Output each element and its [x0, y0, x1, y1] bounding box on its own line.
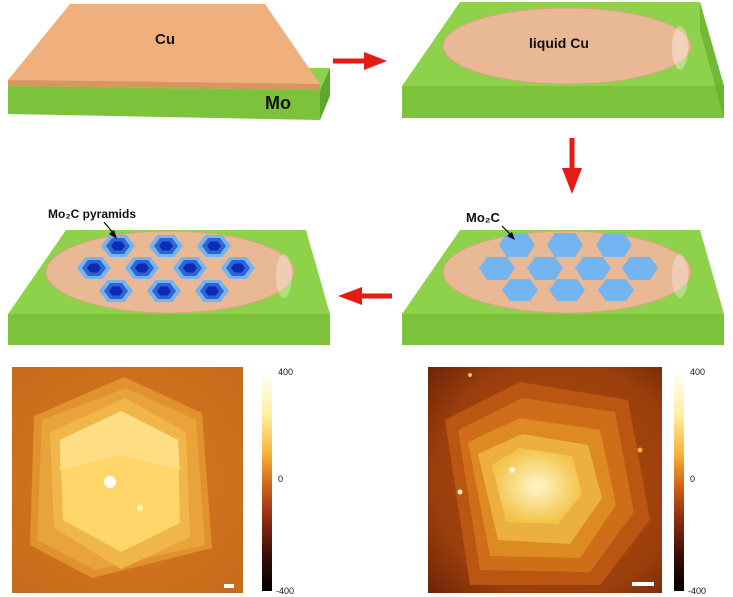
afm-hexagon-facet: [60, 411, 180, 470]
mo2c-flake: [598, 279, 634, 301]
cu-edge: [8, 80, 320, 90]
pyramid-top-layer: [157, 286, 171, 296]
pointer-arrow-icon: [501, 225, 515, 240]
droplet-highlight: [276, 254, 292, 298]
pyramid-top-layer: [207, 241, 221, 251]
mo-front-face: [402, 314, 724, 345]
mo2c-flake: [575, 257, 611, 280]
mo-label: Mo: [265, 93, 291, 113]
mo2c-pyramid: [101, 235, 135, 257]
mo2c-pyramid: [221, 257, 255, 279]
colorbar-mid-label: 0: [690, 474, 695, 484]
mo2c-flake: [547, 233, 583, 257]
pyramid-top-layer: [135, 263, 149, 273]
pyramid-top-layer: [87, 263, 101, 273]
droplet-highlight: [672, 254, 688, 298]
cu-label: Cu: [155, 31, 175, 48]
mo2c-flake: [499, 233, 535, 257]
mo2c-flake: [549, 279, 585, 301]
afm-image-1: [12, 367, 243, 593]
colorbar-max-label: 400: [278, 367, 293, 377]
mo2c-label: Mo₂C: [466, 210, 501, 225]
colorbar-mid-label: 0: [278, 474, 283, 484]
pyramid-top-layer: [183, 263, 197, 273]
mo2c-flake: [502, 279, 538, 301]
scale-bar: [632, 582, 654, 586]
droplet-highlight: [672, 26, 688, 70]
mo-front-face: [8, 314, 330, 345]
arrow-right-icon: [333, 52, 387, 70]
colorbar-max-label: 400: [690, 367, 705, 377]
pyramid-top-layer: [111, 241, 125, 251]
mo2c-flake: [479, 257, 515, 280]
mo2c-pyramid: [147, 280, 181, 302]
panel-cu-on-mo: Cu Mo: [8, 4, 330, 120]
pyramid-top-layer: [109, 286, 123, 296]
pyramid-top-layer: [159, 241, 173, 251]
mo-front-face: [8, 86, 320, 120]
afm-image-2: [428, 367, 662, 593]
afm-particle: [457, 489, 463, 495]
colorbar-1: 400 0 -400: [262, 367, 294, 596]
mo-side-face: [320, 68, 330, 120]
colorbar-min-label: -400: [688, 586, 706, 596]
mo2c-pyramids: [77, 235, 255, 302]
mo2c-pyramid: [149, 235, 183, 257]
cu-foil: [8, 4, 320, 90]
afm-particle: [468, 373, 472, 377]
colorbar-2: 400 0 -400: [674, 367, 706, 596]
mo2c-pyramid: [77, 257, 111, 279]
mo2c-pyramids-label: Mo₂C pyramids: [48, 207, 136, 221]
cu-top-face: [8, 4, 320, 84]
scale-bar: [224, 584, 234, 588]
afm-particle: [637, 447, 643, 453]
panel-mo2c-pyramids: Mo₂C pyramids: [8, 207, 330, 345]
colorbar-gradient: [262, 370, 272, 591]
afm-particle: [104, 476, 116, 488]
mo2c-pyramid: [197, 235, 231, 257]
liquid-cu-label: liquid Cu: [529, 35, 589, 51]
afm-particle: [137, 505, 143, 511]
mo2c-flake: [527, 257, 563, 280]
mo2c-pyramid: [125, 257, 159, 279]
pyramid-top-layer: [231, 263, 245, 273]
arrow-left-icon: [338, 287, 392, 305]
mo2c-pyramid: [173, 257, 207, 279]
pointer-arrow-icon: [103, 221, 117, 239]
mo2c-pyramid: [195, 280, 229, 302]
afm-particle: [509, 467, 515, 473]
arrow-down-icon: [562, 138, 582, 194]
mo2c-flake: [596, 233, 632, 257]
liquid-cu-droplet: [442, 7, 692, 85]
afm-hexagon-top: [492, 448, 582, 524]
panel-liquid-cu: liquid Cu: [402, 2, 724, 118]
mo2c-flake: [622, 257, 658, 280]
colorbar-min-label: -400: [276, 586, 294, 596]
colorbar-gradient: [674, 370, 684, 591]
mo-side-face: [700, 2, 724, 118]
panel-mo2c-growth: Mo₂C: [402, 210, 724, 345]
pyramid-top-layer: [205, 286, 219, 296]
mo-front-face: [402, 86, 724, 118]
mo2c-pyramid: [99, 280, 133, 302]
mo2c-flakes: [479, 233, 658, 301]
